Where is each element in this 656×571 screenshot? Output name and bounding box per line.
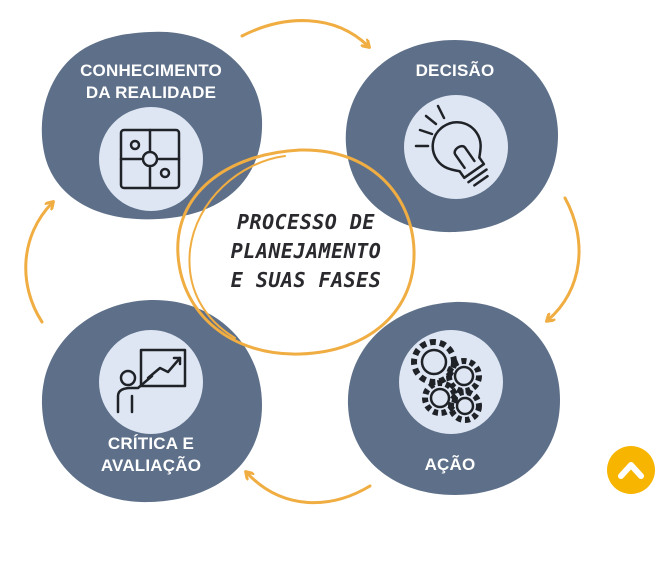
- arrow-to-critica: [247, 473, 370, 503]
- center-title-line-1: PROCESSO DE: [196, 208, 416, 237]
- phase-label-conhecimento-line-2: DA REALIDADE: [56, 82, 246, 104]
- phase-label-conhecimento-line-1: CONHECIMENTO: [56, 60, 246, 82]
- phase-label-conhecimento: CONHECIMENTO DA REALIDADE: [56, 60, 246, 104]
- phase-label-acao: AÇÃO: [380, 454, 520, 476]
- phase-label-decisao-line-1: DECISÃO: [380, 60, 530, 82]
- center-title-line-3: E SUAS FASES: [196, 266, 416, 295]
- center-title: PROCESSO DE PLANEJAMENTO E SUAS FASES: [196, 208, 416, 295]
- phase-label-critica-line-2: AVALIAÇÃO: [76, 455, 226, 477]
- phase-label-decisao: DECISÃO: [380, 60, 530, 82]
- icon-bg-acao: [399, 330, 503, 434]
- phase-label-critica: CRÍTICA E AVALIAÇÃO: [76, 433, 226, 477]
- arrow-to-acao: [548, 198, 579, 320]
- phase-label-acao-line-1: AÇÃO: [380, 454, 520, 476]
- scroll-top-button[interactable]: [607, 446, 655, 494]
- center-title-line-2: PLANEJAMENTO: [196, 237, 416, 266]
- icon-bg-critica: [99, 330, 203, 434]
- chevron-up-icon: [607, 446, 655, 494]
- icon-bg-conhecimento: [99, 107, 203, 211]
- arrow-to-decisao: [242, 21, 368, 46]
- phase-label-critica-line-1: CRÍTICA E: [76, 433, 226, 455]
- arrow-to-conhecimento: [26, 203, 52, 322]
